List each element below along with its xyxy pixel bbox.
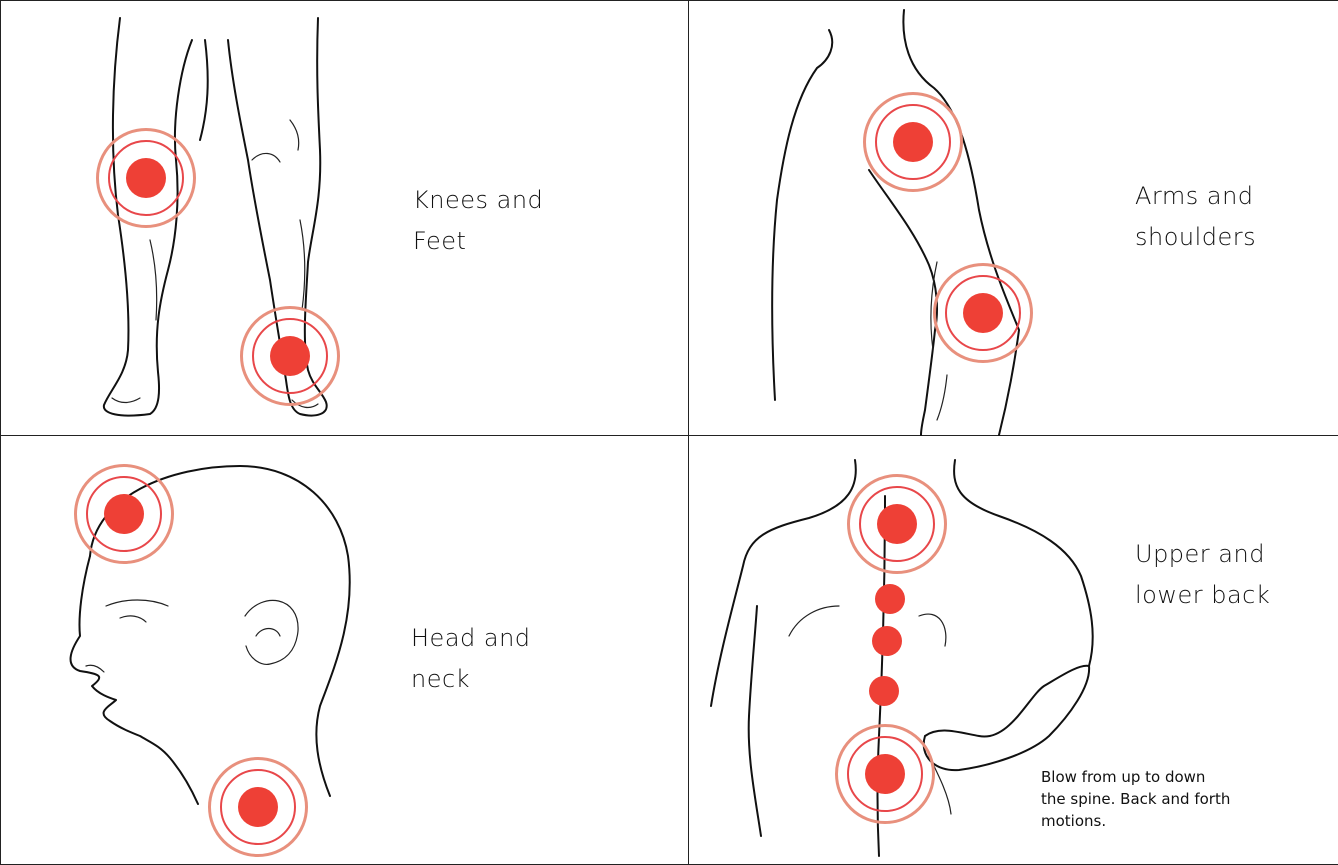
note-line: Blow from up to down — [1041, 766, 1230, 788]
lower-back-marker — [835, 724, 935, 824]
panel-label: Knees and Feet — [413, 180, 543, 262]
knee-marker — [96, 128, 196, 228]
panel-knees-feet: Knees and Feet — [0, 0, 688, 435]
label-line: Knees and — [413, 180, 543, 221]
marker-core — [126, 158, 166, 198]
back-torso-icon — [689, 436, 1338, 865]
marker-core — [865, 754, 905, 794]
ankle-marker — [240, 306, 340, 406]
label-line: Head and — [411, 618, 531, 659]
marker-core — [270, 336, 310, 376]
panel-head-neck: Head and neck — [0, 436, 688, 865]
note-line: motions. — [1041, 810, 1230, 832]
panel-upper-lower-back: Upper and lower back Blow from up to dow… — [689, 436, 1338, 865]
shoulder-marker — [863, 92, 963, 192]
instruction-note: Blow from up to down the spine. Back and… — [1041, 766, 1230, 832]
label-line: neck — [411, 659, 531, 700]
upper-back-marker — [847, 474, 947, 574]
neck-marker — [208, 757, 308, 857]
panel-arms-shoulders: Arms and shoulders — [689, 0, 1338, 435]
elbow-marker — [933, 263, 1033, 363]
spine-dot — [869, 676, 899, 706]
forehead-marker — [74, 464, 174, 564]
spine-dot — [875, 584, 905, 614]
panel-label: Upper and lower back — [1135, 534, 1270, 616]
label-line: Feet — [413, 221, 543, 262]
label-line: lower back — [1135, 575, 1270, 616]
marker-core — [238, 787, 278, 827]
label-line: shoulders — [1135, 217, 1256, 258]
panel-label: Arms and shoulders — [1135, 176, 1256, 258]
marker-core — [963, 293, 1003, 333]
label-line: Upper and — [1135, 534, 1270, 575]
label-line: Arms and — [1135, 176, 1256, 217]
spine-dot — [872, 626, 902, 656]
panel-label: Head and neck — [411, 618, 531, 700]
marker-core — [893, 122, 933, 162]
marker-core — [104, 494, 144, 534]
note-line: the spine. Back and forth — [1041, 788, 1230, 810]
marker-core — [877, 504, 917, 544]
